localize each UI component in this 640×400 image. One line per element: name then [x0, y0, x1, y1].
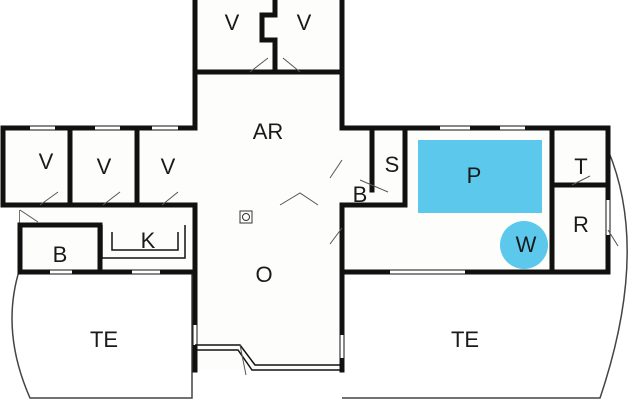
- room-label-bedroom-3: V: [161, 154, 176, 179]
- room-label-terrace-right: TE: [451, 327, 479, 352]
- kitchen-counter-inner: [111, 232, 179, 251]
- room-label-bedroom-1: V: [39, 149, 54, 174]
- room-label-bathroom-left: B: [53, 242, 68, 267]
- room-label-terrace-left: TE: [90, 327, 118, 352]
- kitchen-counter: [101, 225, 186, 259]
- door-swings: [19, 57, 619, 376]
- windows: [30, 126, 610, 358]
- room-label-bedroom-top-right: V: [297, 10, 312, 35]
- stove-icon: [239, 210, 253, 224]
- bay-window-inner: [195, 349, 342, 371]
- pool-area: [418, 140, 542, 213]
- room-label-toilet: T: [574, 154, 587, 179]
- room-label-bedroom-2: V: [97, 154, 112, 179]
- room-label-kitchen: K: [141, 228, 156, 253]
- room-label-whirlpool: W: [516, 232, 537, 257]
- bay-window: [195, 344, 342, 366]
- room-label-bedroom-top-left: V: [225, 10, 240, 35]
- room-label-bathroom-right: B: [353, 182, 368, 207]
- room-label-technical-room: R: [573, 212, 589, 237]
- room-label-utility: AR: [253, 119, 284, 144]
- house-floor: [3, 0, 608, 370]
- whirlpool-area: [500, 221, 548, 269]
- room-label-living-room: O: [255, 262, 272, 287]
- room-label-pool: P: [467, 163, 482, 188]
- room-label-sauna: S: [385, 152, 400, 177]
